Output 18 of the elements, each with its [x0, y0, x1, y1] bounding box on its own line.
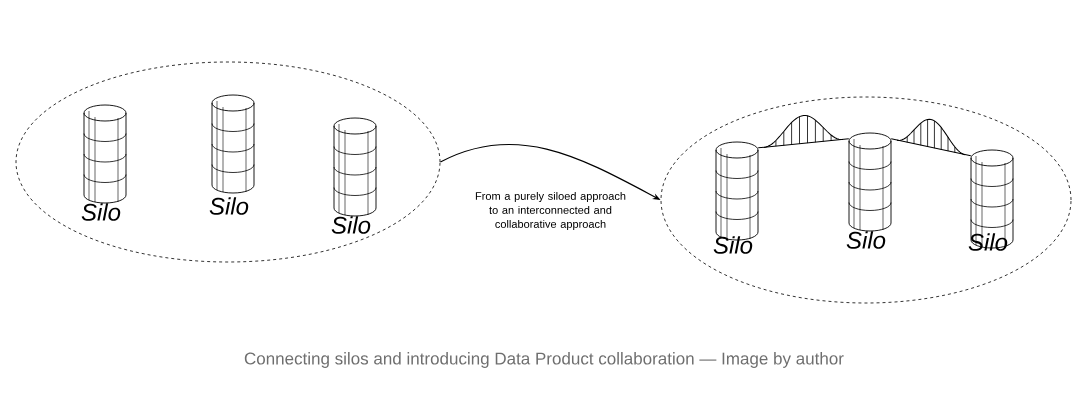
- node-label: Silo: [209, 197, 249, 215]
- silo: Silo: [81, 104, 127, 221]
- caption: Connecting silos and introducing Data Product collaboration — Image by author: [244, 352, 844, 368]
- silo: Silo: [713, 141, 759, 254]
- dashed-ellipse: [660, 96, 1072, 304]
- dashed-ellipse: [15, 61, 441, 263]
- silo: Silo: [968, 149, 1014, 251]
- node-label: Silo: [968, 233, 1008, 251]
- bridge: [757, 115, 850, 149]
- node-label: Silo: [713, 236, 753, 254]
- node-label: Silo: [846, 231, 886, 249]
- node-label: Silo: [81, 203, 121, 221]
- silo: Silo: [209, 94, 255, 215]
- silo: Silo: [331, 117, 377, 234]
- bridge: [890, 118, 972, 157]
- silo: Silo: [846, 132, 892, 249]
- node-label: Silo: [331, 216, 371, 234]
- edge-label: From a purely siloed approach to an interconnected and collaborative approach: [469, 190, 632, 232]
